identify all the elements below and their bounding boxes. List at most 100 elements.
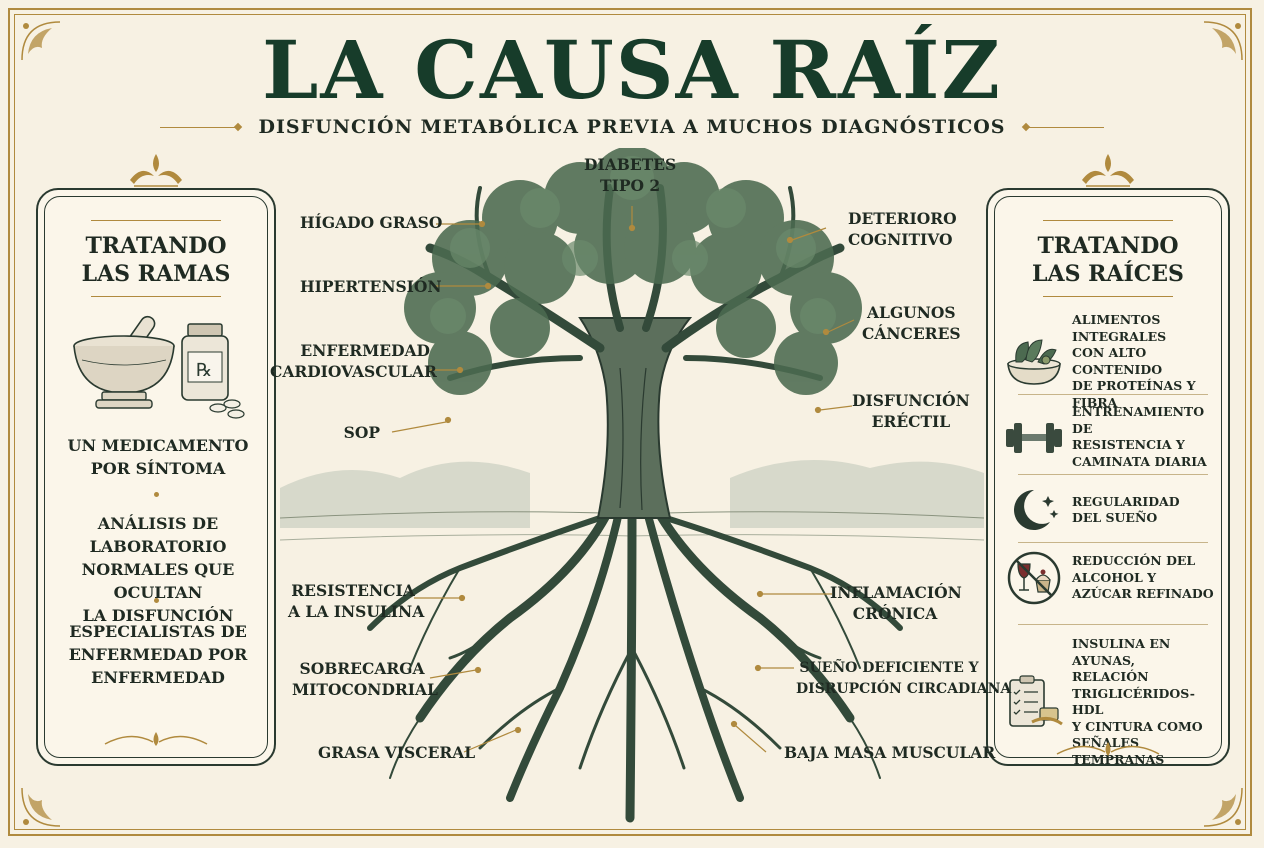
bullet-dot: [154, 492, 159, 497]
right-item-4: REDUCCIÓN DEL ALCOHOL Y AZÚCAR REFINADO: [1002, 550, 1224, 606]
corner-flourish-icon: [21, 21, 61, 61]
right-item-1-text: ALIMENTOS INTEGRALES CON ALTO CONTENIDO …: [1066, 312, 1224, 411]
left-panel-title-line2: LAS RAMAS: [81, 261, 231, 287]
divider: [1018, 542, 1208, 543]
label-line: COGNITIVO: [848, 230, 953, 249]
label-line: SOBRECARGA: [299, 659, 425, 678]
left-panel-title-line1: TRATANDO: [85, 233, 227, 259]
panel-rule: [91, 220, 221, 221]
divider: [1018, 474, 1208, 475]
label-algunos-canceres: ALGUNOS CÁNCERES: [862, 302, 961, 344]
label-inflamacion-cronica: INFLAMACIÓN CRÓNICA: [830, 582, 962, 624]
divider: [1018, 624, 1208, 625]
left-item-2-line2: NORMALES QUE OCULTAN: [81, 560, 235, 602]
label-line: CRÓNICA: [852, 604, 938, 623]
label-sueno-deficiente: SUEÑO DEFICIENTE Y DISRUPCIÓN CIRCADIANA: [796, 658, 1012, 700]
left-item-1: UN MEDICAMENTO POR SÍNTOMA: [44, 434, 272, 480]
left-item-3-line3: ENFERMEDAD: [91, 668, 225, 687]
right-item-1-line: DE PROTEÍNAS Y: [1072, 378, 1196, 393]
outer-frame: [8, 8, 1252, 836]
left-item-1-line1: UN MEDICAMENTO: [67, 436, 249, 455]
right-item-5-line: INSULINA EN AYUNAS,: [1072, 636, 1171, 668]
right-item-4-line: ALCOHOL Y: [1072, 569, 1157, 585]
label-line: DETERIORO: [848, 209, 957, 228]
svg-text:℞: ℞: [196, 360, 212, 381]
moon-stars-icon: [1014, 490, 1059, 530]
mortar-pestle-pills-icon: ℞: [73, 315, 245, 419]
label-hipertension: HIPERTENSIÓN: [300, 277, 442, 296]
subtitle-row: DISFUNCIÓN METABÓLICA PREVIA A MUCHOS DI…: [160, 112, 1105, 142]
panel-rule: [1043, 296, 1173, 297]
label-line: CÁNCERES: [862, 324, 961, 343]
no-wine-sugar-icon: [1007, 551, 1061, 605]
left-item-2: ANÁLISIS DE LABORATORIO NORMALES QUE OCU…: [44, 512, 272, 627]
label-line: DIABETES: [584, 155, 677, 174]
right-item-1-line: ALIMENTOS INTEGRALES: [1072, 312, 1167, 344]
right-item-3: REGULARIDAD DEL SUEÑO: [1002, 482, 1224, 538]
label-deterioro-cognitivo: DETERIORO COGNITIVO: [848, 208, 957, 250]
right-item-4-line: REDUCCIÓN DEL: [1072, 553, 1196, 569]
panel-bottom-ornament-icon: [1056, 742, 1160, 756]
right-panel-title-line1: TRATANDO: [1037, 233, 1179, 259]
label-line: INFLAMACIÓN: [830, 583, 962, 602]
right-item-1-line: CON ALTO CONTENIDO: [1072, 345, 1163, 377]
page-title: LA CAUSA RAÍZ: [262, 23, 1002, 117]
label-enfermedad-cardiovascular: ENFERMEDAD CARDIOVASCULAR: [270, 340, 437, 382]
right-item-1-line: FIBRA: [1072, 394, 1118, 410]
right-item-4-text: REDUCCIÓN DEL ALCOHOL Y AZÚCAR REFINADO: [1066, 553, 1214, 603]
label-disfuncion-erectil: DISFUNCIÓN ERÉCTIL: [852, 390, 970, 432]
inner-frame: [14, 14, 1246, 830]
label-line: CARDIOVASCULAR: [270, 362, 437, 381]
right-item-5-text: INSULINA EN AYUNAS, RELACIÓN TRIGLICÉRID…: [1066, 636, 1224, 768]
label-line: DISFUNCIÓN: [852, 391, 970, 410]
corner-flourish-icon: [1203, 787, 1243, 827]
panel-bottom-ornament-icon: [104, 732, 208, 746]
subtitle-rule-left: [160, 126, 241, 128]
label-line: MITOCONDRIAL: [292, 680, 438, 699]
left-panel-treating-branches: TRATANDO LAS RAMAS ℞ UN MEDICAMENTO POR …: [36, 188, 276, 766]
page-subtitle: DISFUNCIÓN METABÓLICA PREVIA A MUCHOS DI…: [258, 116, 1006, 138]
left-item-3-line2: ENFERMEDAD POR: [68, 645, 248, 664]
right-panel-title-line2: LAS RAÍCES: [1032, 261, 1184, 287]
bullet-dot: [154, 598, 159, 603]
right-item-5-line: TRIGLICÉRIDOS-HDL: [1072, 685, 1195, 718]
left-item-2-line3: LA DISFUNCIÓN: [82, 606, 234, 625]
divider: [1018, 394, 1208, 395]
label-sop: SOP: [343, 423, 380, 442]
right-item-2-line: CAMINATA DIARIA: [1072, 453, 1207, 469]
panel-crown-ornament-icon: [130, 154, 182, 187]
salad-bowl-icon: [1007, 338, 1061, 385]
panel-rule: [91, 296, 221, 297]
label-grasa-visceral: GRASA VISCERAL: [318, 743, 476, 762]
corner-flourish-icon: [21, 787, 61, 827]
right-item-5-line: Y CINTURA COMO: [1072, 718, 1203, 734]
right-item-3-text: REGULARIDAD DEL SUEÑO: [1066, 494, 1180, 527]
label-line: DISRUPCIÓN CIRCADIANA: [796, 681, 1012, 697]
label-line: RESISTENCIA: [291, 581, 415, 600]
right-item-1: ALIMENTOS INTEGRALES CON ALTO CONTENIDO …: [1002, 312, 1224, 411]
label-line: ALGUNOS: [867, 303, 956, 322]
label-sobrecarga-mitocondrial: SOBRECARGA MITOCONDRIAL: [292, 658, 438, 700]
corner-flourish-icon: [1203, 21, 1243, 61]
panel-rule: [1043, 220, 1173, 221]
label-higado-graso: HÍGADO GRASO: [300, 213, 443, 232]
label-line: ENFERMEDAD: [300, 341, 430, 360]
label-baja-masa-muscular: BAJA MASA MUSCULAR: [784, 743, 996, 762]
right-item-3-line: REGULARIDAD: [1072, 493, 1180, 509]
right-item-2: ENTRENAMIENTO DE RESISTENCIA Y CAMINATA …: [1002, 404, 1224, 470]
right-item-5-line: RELACIÓN: [1072, 669, 1149, 684]
subtitle-rule-right: [1023, 126, 1105, 128]
right-item-2-text: ENTRENAMIENTO DE RESISTENCIA Y CAMINATA …: [1066, 404, 1224, 470]
left-item-3-line1: ESPECIALISTAS DE: [69, 622, 247, 641]
label-line: SUEÑO DEFICIENTE Y: [799, 660, 979, 676]
right-item-5: INSULINA EN AYUNAS, RELACIÓN TRIGLICÉRID…: [1002, 636, 1224, 768]
dumbbell-icon: [1006, 423, 1062, 453]
label-line: ERÉCTIL: [871, 412, 951, 431]
panel-crown-ornament-icon: [1082, 154, 1134, 187]
right-item-2-line: RESISTENCIA Y: [1072, 437, 1185, 452]
label-line: TIPO 2: [600, 176, 661, 195]
left-item-3: ESPECIALISTAS DE ENFERMEDAD POR ENFERMED…: [44, 620, 272, 689]
left-item-2-line1: ANÁLISIS DE LABORATORIO: [89, 514, 227, 556]
right-item-4-line: AZÚCAR REFINADO: [1072, 586, 1214, 602]
label-line: A LA INSULINA: [288, 602, 425, 621]
